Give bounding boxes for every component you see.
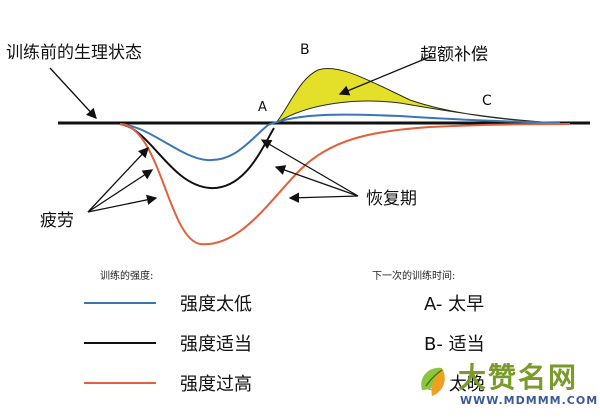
- baseline-label: 训练前的生理状态: [6, 43, 142, 63]
- low-intensity-curve: [119, 113, 561, 162]
- recovery-arrow-2: [274, 165, 359, 197]
- high-intensity-curve: [119, 123, 571, 246]
- point-a-label: A: [258, 100, 267, 115]
- appropriate-intensity-label: 强度适当: [180, 334, 252, 355]
- recovery-label: 恢复期: [366, 189, 417, 209]
- appropriate-intensity-swatch: [84, 342, 156, 344]
- fatigue-arrow-3: [87, 194, 158, 213]
- high-intensity-swatch: [84, 382, 156, 384]
- supercompensation-arrow: [338, 55, 433, 96]
- fatigue-arrow-1: [87, 147, 149, 213]
- point-c-label: C: [482, 93, 492, 109]
- point-b-label: B: [300, 42, 310, 58]
- baseline-arrow: [49, 67, 97, 119]
- appropriate-intensity-curve: [119, 123, 275, 190]
- next-time-legend-title: 下一次的训练时间:: [372, 271, 456, 282]
- intensity-legend-title: 训练的强度:: [100, 271, 154, 282]
- next-time-a: A- 太早: [424, 294, 485, 315]
- recovery-arrow-1: [260, 139, 359, 197]
- next-time-b: B- 适当: [424, 334, 485, 355]
- fatigue-arrow-2: [87, 169, 154, 213]
- low-intensity-label: 强度太低: [180, 294, 252, 315]
- watermark-url: WWW.MDMMM.COM: [460, 394, 599, 407]
- watermark: 大赞名网 WWW.MDMMM.COM: [412, 354, 598, 414]
- high-intensity-label: 强度过高: [180, 374, 252, 395]
- low-intensity-swatch: [84, 302, 156, 304]
- recovery-arrow-3: [288, 192, 359, 203]
- watermark-name: 大赞名网: [458, 361, 579, 394]
- leaf-logo-icon: [416, 364, 452, 400]
- supercompensation-label: 超额补偿: [420, 45, 488, 65]
- fatigue-label: 疲劳: [40, 211, 74, 231]
- supercompensation-area: [275, 67, 561, 124]
